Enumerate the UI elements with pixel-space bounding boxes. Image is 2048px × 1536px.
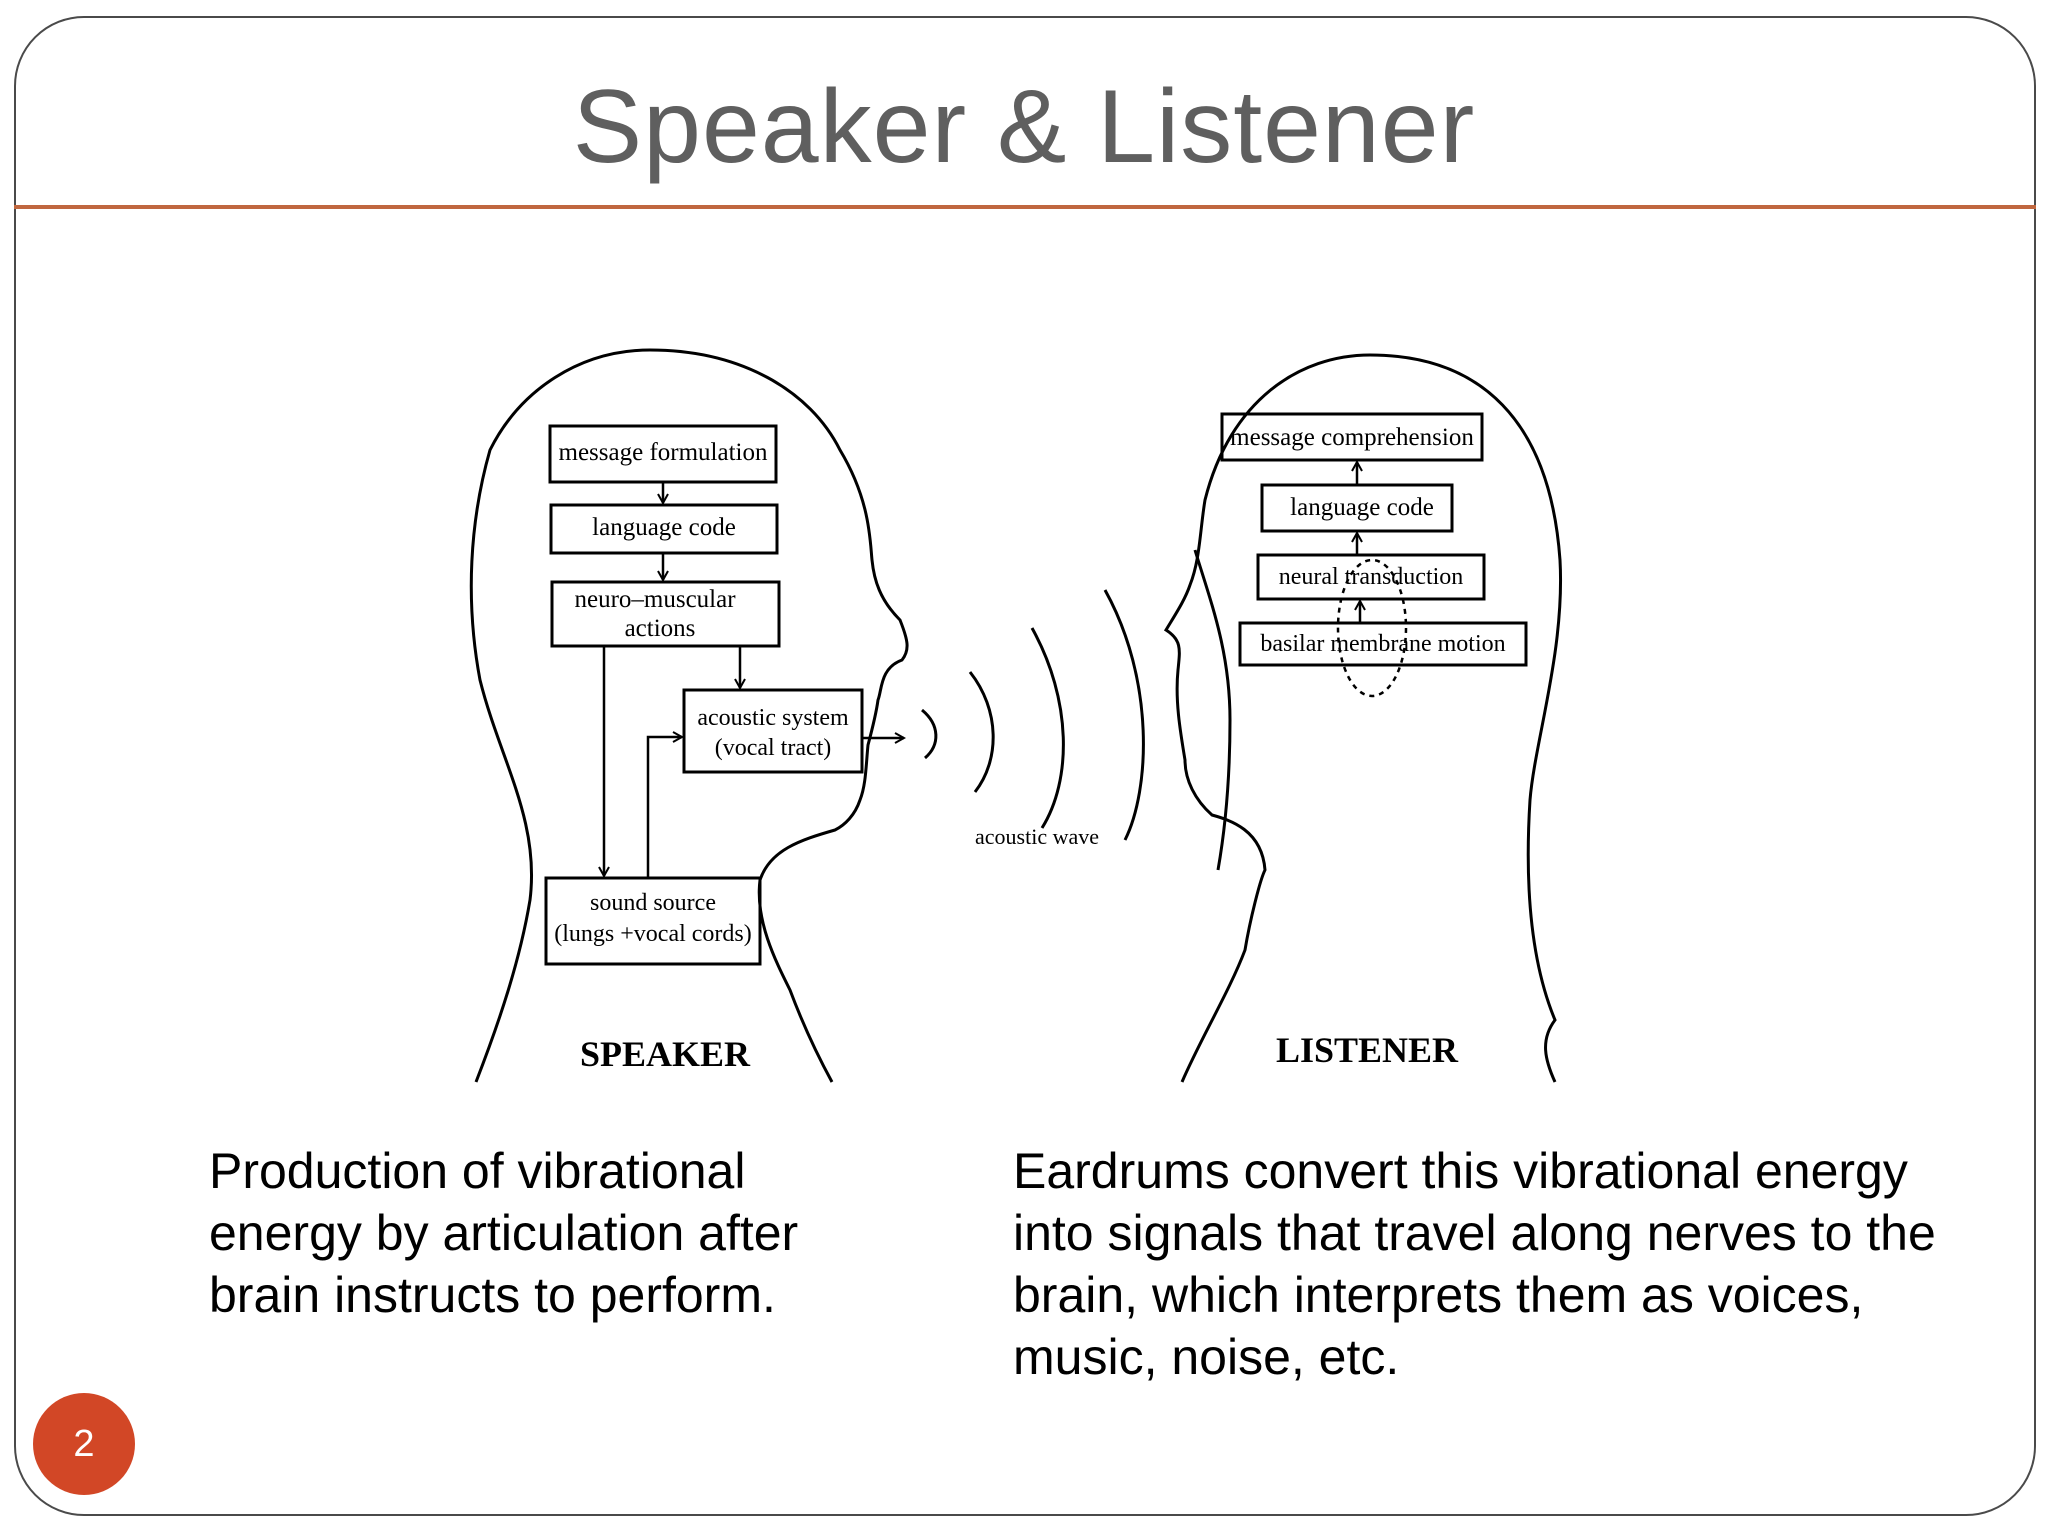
caption-listener: Eardrums convert this vibrational energy… [1013,1143,1936,1385]
listener-arrows [1357,462,1360,623]
box-label: acoustic system [697,705,849,731]
wave-arc-1 [920,708,938,760]
box-label: (vocal tract) [715,735,832,761]
arrow-source-to-acoustic [646,737,682,878]
listener-label: LISTENER [1276,1030,1459,1070]
acoustic-wave-arcs [920,589,1145,841]
box-neural-transduction: neural transduction [1256,553,1486,601]
wave-arc-2 [968,671,995,793]
box-sound-source: sound source (lungs +vocal cords) [544,876,762,966]
box-label: basilar membrane motion [1260,631,1505,657]
listener-ear [1193,549,1232,871]
slide-frame [14,16,2036,1516]
wave-arc-4 [1103,589,1145,841]
box-label: actions [625,615,696,642]
box-acoustic-system: acoustic system (vocal tract) [682,688,864,774]
box-label: (lungs +vocal cords) [554,921,751,947]
wave-arc-3 [1030,627,1065,829]
box-label: neural transduction [1279,564,1464,590]
box-message-formulation: message formulation [548,424,778,484]
box-label: message formulation [559,439,768,466]
dashed-ear-ellipse [1336,558,1408,698]
acoustic-wave-label: acoustic wave [975,824,1099,849]
box-language-code-speaker: language code [549,503,779,555]
box-label: neuro–muscular [574,586,736,613]
page-number-badge: 2 [33,1393,135,1495]
box-neuro-muscular: neuro–muscular actions [550,580,781,648]
box-label: language code [592,514,736,541]
speaker-label: SPEAKER [580,1034,751,1074]
caption-speaker: Production of vibrational energy by arti… [209,1143,799,1323]
box-label: sound source [590,890,716,916]
slide-title: Speaker & Listener [572,69,1476,185]
speaker-head-outline [469,348,909,1083]
box-message-comprehension: message comprehension [1220,412,1484,462]
box-basilar-membrane: basilar membrane motion [1238,621,1528,667]
speaker-arrows [604,482,904,878]
box-label: language code [1290,494,1434,521]
listener-head-outline [1163,353,1563,1083]
box-language-code-listener: language code [1260,483,1454,533]
title-divider [14,205,2036,209]
box-label: message comprehension [1230,424,1474,451]
